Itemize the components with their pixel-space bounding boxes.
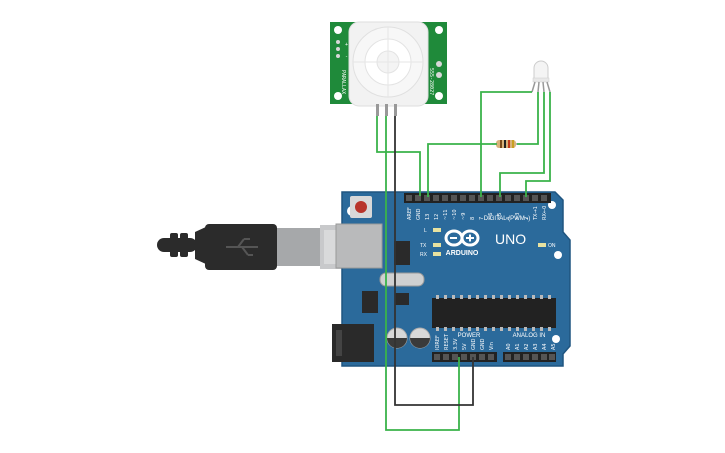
- pin-label: 13: [425, 214, 431, 220]
- pir-part-number: 555-28027: [428, 68, 434, 95]
- resistor[interactable]: [492, 140, 520, 148]
- pin-label: GND: [416, 208, 422, 220]
- power-jack[interactable]: [332, 324, 374, 362]
- mounting-hole: [435, 92, 443, 100]
- reset-button[interactable]: [350, 196, 372, 218]
- pin-label: 7: [479, 217, 485, 220]
- mounting-hole: [554, 251, 562, 259]
- mounting-hole: [334, 26, 342, 34]
- wire-led-blue[interactable]: [525, 92, 551, 197]
- pin-label: A3: [533, 343, 539, 350]
- atmega-chip: [432, 295, 556, 331]
- small-ic: [362, 291, 378, 313]
- pin-label: GND: [471, 338, 477, 350]
- pin-label: AREF: [407, 207, 413, 220]
- digital-label: DIGITAL (PWM~): [484, 216, 531, 222]
- digital-header[interactable]: [404, 193, 551, 203]
- pin-label: 8: [470, 217, 476, 220]
- pin-label: A5: [551, 343, 557, 350]
- pin-label: 2: [524, 217, 530, 220]
- pin-label: A4: [542, 343, 548, 350]
- wire-pir-out-to-5v[interactable]: [385, 116, 460, 431]
- pin-label: RESET: [444, 333, 450, 350]
- wire-pir-gnd[interactable]: [394, 116, 474, 406]
- pin-label: ~9: [461, 213, 467, 220]
- power-header[interactable]: [432, 352, 497, 362]
- pin-label: 12: [434, 214, 440, 220]
- led-on-label: ON: [548, 243, 556, 249]
- pin-label: 4: [506, 217, 512, 220]
- pir-pin-mark-plus: +: [345, 42, 348, 48]
- pin-label: 5V: [462, 343, 468, 350]
- wire-led-red[interactable]: [480, 91, 532, 197]
- arduino-logo-icon: [444, 229, 480, 247]
- analog-header[interactable]: [503, 352, 556, 362]
- pin-label: ~6: [488, 213, 494, 220]
- pin-label: A1: [515, 343, 521, 350]
- mounting-hole: [435, 26, 443, 34]
- status-leds: [433, 228, 546, 256]
- pin-label: ~3: [515, 213, 521, 220]
- usb-port: [335, 223, 383, 269]
- pin-label: Vin: [489, 342, 495, 350]
- rgb-led[interactable]: [531, 60, 551, 93]
- wire-resistor-to-led[interactable]: [517, 92, 539, 145]
- wire-pir-vcc[interactable]: [376, 116, 421, 196]
- pin-label: ~11: [443, 209, 449, 220]
- power-label: POWER: [458, 333, 481, 339]
- uno-model-text: UNO: [495, 231, 526, 247]
- pir-dome: [348, 21, 429, 107]
- pin-label: TX→1: [533, 206, 539, 221]
- capacitor: [386, 327, 408, 349]
- wire-led-green[interactable]: [499, 92, 545, 197]
- led-rx-label: RX: [420, 252, 428, 258]
- led-l-label: L: [424, 228, 427, 234]
- pir-sensor[interactable]: + - PARALLAX 555-28027: [330, 21, 447, 116]
- analog-label: ANALOG IN: [513, 333, 546, 339]
- pin-label: ~10: [452, 209, 458, 220]
- pir-brand-text: PARALLAX: [340, 70, 346, 94]
- pin-label: GND: [480, 338, 486, 350]
- capacitor: [409, 327, 431, 349]
- pin-label: ~5: [497, 213, 503, 220]
- mounting-hole: [334, 92, 342, 100]
- pin-label: 3.3V: [453, 338, 459, 350]
- pin-label: A0: [506, 343, 512, 350]
- pin-label: IOREF: [435, 335, 441, 350]
- crystal-oscillator: [379, 272, 425, 287]
- voltage-regulator: [394, 241, 410, 265]
- mounting-hole: [552, 335, 560, 343]
- pir-pin-mark-minus: -: [345, 54, 348, 60]
- arduino-brand-text: ARDUINO: [446, 250, 479, 257]
- led-tx-label: TX: [420, 243, 427, 249]
- pin-label: A2: [524, 343, 530, 350]
- small-ic: [395, 293, 409, 305]
- wire-gnd-to-resistor[interactable]: [427, 143, 497, 197]
- usb-symbol-icon: [226, 238, 258, 256]
- pir-pins: [376, 104, 397, 116]
- pin-label: RX←0: [542, 206, 548, 220]
